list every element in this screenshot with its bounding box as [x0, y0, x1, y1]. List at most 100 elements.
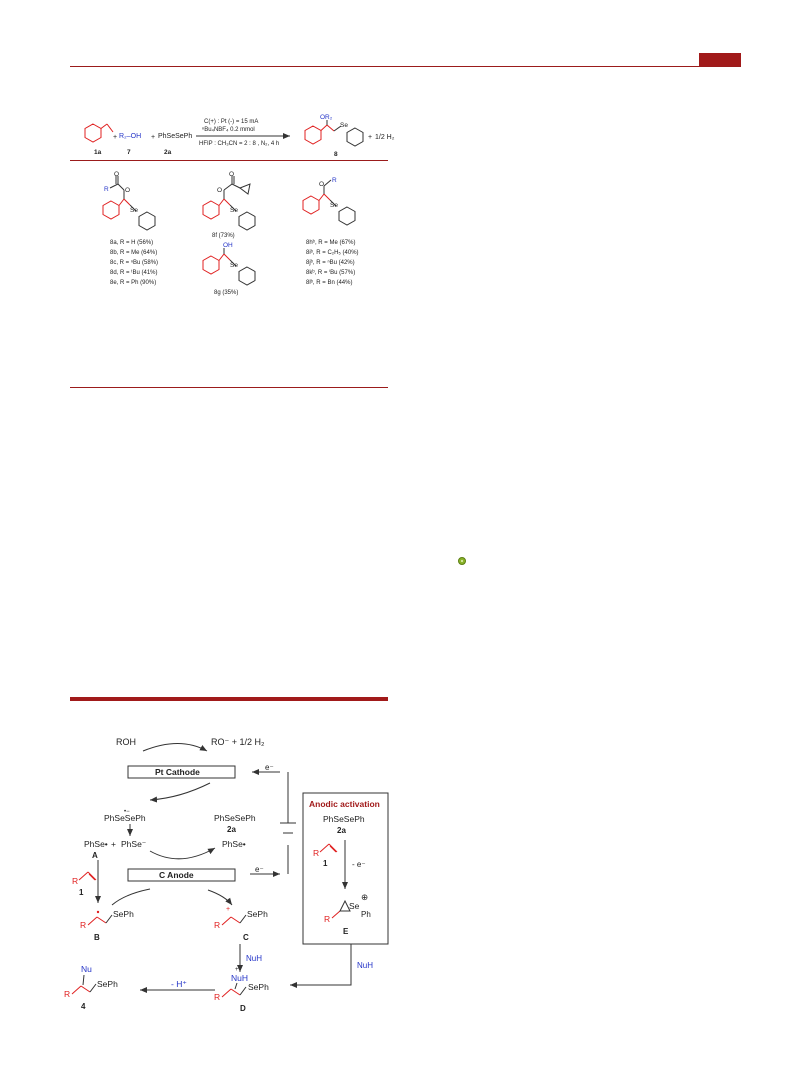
radical-anion-charge: •− [124, 809, 130, 815]
condition-current: C(+) : Pt (-) = 15 mA [204, 119, 258, 125]
c-anode-label: C Anode [159, 870, 194, 880]
section-rule [70, 387, 388, 388]
plus-sign: + [368, 134, 372, 141]
mechanism-scheme: ROH RO⁻ + 1/2 H₂ Pt Cathode e⁻ PhSeSePh … [64, 737, 389, 1013]
r-label: R [214, 992, 220, 1002]
phse-radical-right-label: PhSe• [222, 839, 246, 849]
label-e: E [343, 927, 349, 936]
product-8f-structure: O O Se [202, 171, 256, 231]
phse-anion-label: PhSe⁻ [121, 839, 146, 849]
product-se-label: Se [340, 122, 348, 129]
seleniranium-charge: ⊕ [361, 892, 368, 902]
seleniranium-opening-arrow [290, 944, 352, 988]
intermediate-d-structure [221, 982, 247, 998]
ester-products: O R O Se [102, 171, 156, 231]
yield-entry: 8b, R = Me (64%) [110, 250, 157, 256]
yield-entry: 8c, R = ⁿBu (58%) [110, 259, 158, 266]
label-a: A [92, 851, 98, 860]
anode-bottom-arrow [111, 888, 151, 906]
deprotonation-label: - H⁺ [171, 979, 187, 989]
ester-r-label: R [104, 186, 109, 193]
seph-label: SePh [97, 979, 118, 989]
diselenide-reagent: PhSeSePh [158, 133, 192, 140]
bullet-icon [458, 557, 466, 565]
anode-right-arrow [207, 889, 233, 906]
yield-entry: 8jᵇ, R = ⁿBu (42%) [306, 259, 355, 266]
electron-label: e⁻ [255, 865, 264, 874]
diselenide-2a-label: PhSeSePh [214, 813, 256, 823]
electron-label: e⁻ [265, 763, 274, 772]
nuh-plus-label: NuH [231, 973, 248, 983]
anodic-diselenide-label: PhSeSePh [323, 814, 365, 824]
plus-sign: + [111, 839, 116, 849]
condition-solvent: HFIP : CH₃CN = 2 : 8 , N₂, 4 h [199, 141, 279, 147]
label-1a: 1a [94, 149, 102, 156]
roh-label: ROH [116, 737, 136, 747]
radical-anion-label: PhSeSePh [104, 813, 146, 823]
hydrogen-byproduct: 1/2 H₂ [375, 134, 395, 141]
label-8g: 8g (35%) [214, 290, 238, 296]
anodic-label-1: 1 [323, 859, 328, 868]
phse-radical-label: PhSe• [84, 839, 108, 849]
r-label: R [313, 848, 319, 858]
pt-cathode-box [127, 765, 236, 779]
label-4: 4 [81, 1002, 86, 1011]
r-label: R [80, 920, 86, 930]
seleniranium-ph: Ph [361, 910, 371, 919]
header-tab [699, 53, 741, 66]
ester-yield-list: 8a, R = H (56%) 8b, R = Me (64%) 8c, R =… [110, 240, 158, 286]
anodic-minus-e: - e⁻ [352, 860, 366, 869]
yield-entry: 8e, R = Ph (90%) [110, 280, 156, 286]
r-label: R [64, 989, 70, 999]
ether-se: Se [330, 202, 338, 209]
cathode-bottom-arrow [149, 782, 211, 803]
product-8g-structure: OH Se [202, 242, 256, 286]
ester-o: O [217, 187, 222, 194]
intermediate-b-structure [87, 910, 113, 926]
label-c: C [243, 933, 249, 942]
label-8f: 8f (73%) [212, 233, 235, 239]
r-label: R [72, 876, 78, 886]
yield-entry: 8d, R = ᵗBu (41%) [110, 269, 158, 276]
condition-electrolyte: ⁿBu₄NBF₄ 0.2 mmol [202, 126, 255, 133]
ether-r-label: R [332, 177, 337, 184]
label-2a: 2a [164, 149, 172, 156]
alkoxide-h2-label: RO⁻ + 1/2 H₂ [211, 737, 265, 747]
anodic-label-2a: 2a [337, 826, 346, 835]
product-or2-label: OR₂ [320, 114, 333, 121]
seleniranium-se: Se [349, 901, 360, 911]
product-8-structure [304, 120, 364, 147]
ester-se: Se [230, 207, 238, 214]
styrene-structure [84, 123, 114, 143]
yield-entry: 8iᵇ, R = C₂H₅ (40%) [306, 249, 359, 256]
header-rule [70, 66, 741, 67]
yield-entry: 8hᵇ, R = Me (67%) [306, 239, 355, 246]
label-2a-mech: 2a [227, 825, 236, 834]
plus-sign: + [113, 134, 117, 141]
plus-mark: + [235, 967, 239, 973]
c-anode-box [127, 868, 236, 882]
plus-sign: + [151, 134, 155, 141]
label-b: B [94, 933, 100, 942]
ether-o: O [319, 181, 324, 188]
ester-se: Se [230, 262, 238, 269]
nuh-label: NuH [246, 954, 262, 963]
svg-text:+: + [226, 906, 230, 913]
r-label: R [324, 914, 330, 924]
alkene-1-structure [78, 871, 97, 881]
yield-entry: 8lᵇ, R = Bn (44%) [306, 279, 352, 286]
seph-label: SePh [248, 982, 269, 992]
yield-entry: 8kᵇ, R = ⁱBu (57%) [306, 269, 355, 276]
ester-o: O [125, 187, 130, 194]
product-4-structure [71, 974, 97, 995]
pt-cathode-label: Pt Cathode [155, 767, 200, 777]
ether-yield-list: 8hᵇ, R = Me (67%) 8iᵇ, R = C₂H₅ (40%) 8j… [306, 239, 359, 286]
carbonyl-o: O [114, 171, 119, 178]
seph-label: SePh [113, 909, 134, 919]
seph-label: SePh [247, 909, 268, 919]
r-label: R [214, 920, 220, 930]
ether-products: O R Se [302, 177, 356, 226]
nuh-label: NuH [357, 961, 373, 970]
scheme1-reaction: + R₂–OH + PhSeSePh 1a 7 2a C(+) : Pt (-)… [84, 114, 395, 158]
